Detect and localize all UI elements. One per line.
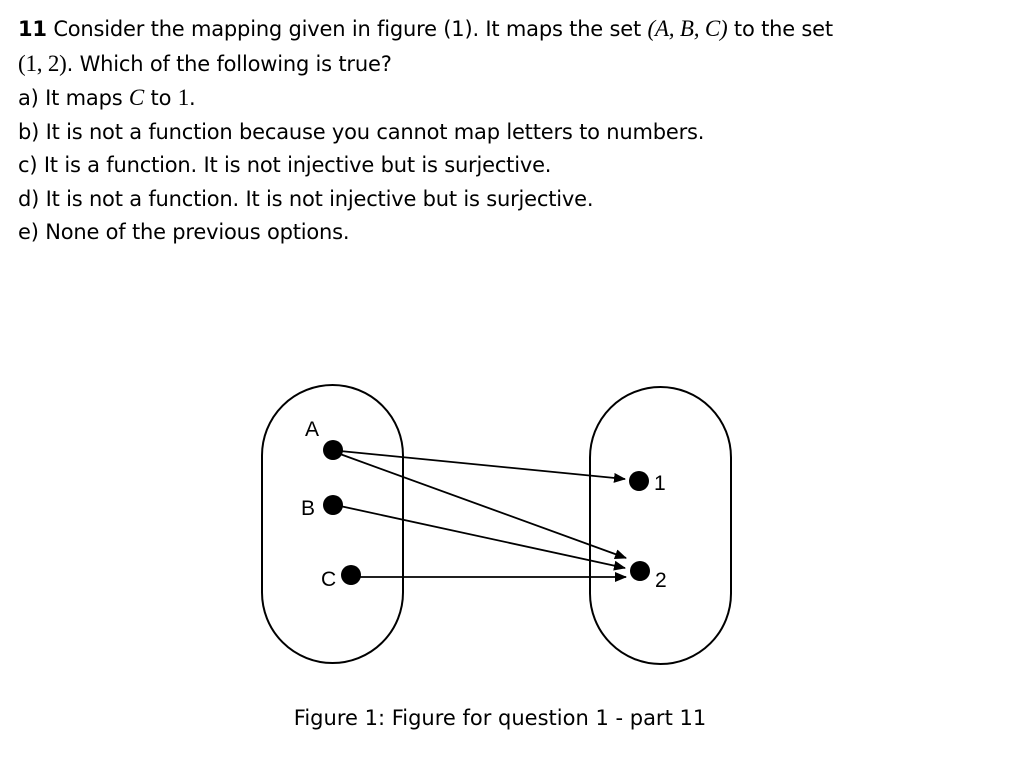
codomain-set-oval [589,386,732,665]
label-2: 2 [655,569,667,592]
option-c: c) It is a function. It is not injective… [18,153,552,177]
option-e: e) None of the previous options. [18,220,350,244]
option-b: b) It is not a function because you cann… [18,119,705,144]
dot-b [323,495,343,515]
label-a: A [305,418,319,441]
dot-a [323,440,343,460]
dot-2 [630,561,650,581]
figure-caption: Figure 1: Figure for question 1 - part 1… [293,706,707,730]
question-number: 11 [18,17,47,41]
label-c: C [321,568,336,591]
option-d: d) It is not a function. It is not injec… [18,186,594,211]
label-b: B [301,497,315,520]
question-line-1: 11 Consider the mapping given in figure … [18,16,833,41]
dot-c [341,565,361,585]
arrow-b-to-2 [339,505,626,571]
option-a: a) It maps C to 1. [18,85,196,110]
question-line-2: (1, 2). Which of the following is true? [18,50,392,76]
label-1: 1 [654,472,666,495]
arrow-a-to-1 [339,450,626,483]
domain-set-oval [261,384,404,664]
dot-1 [629,471,649,491]
arrow-a-to-2 [339,453,627,559]
question-block: 11 Consider the mapping given in figure … [18,12,833,250]
